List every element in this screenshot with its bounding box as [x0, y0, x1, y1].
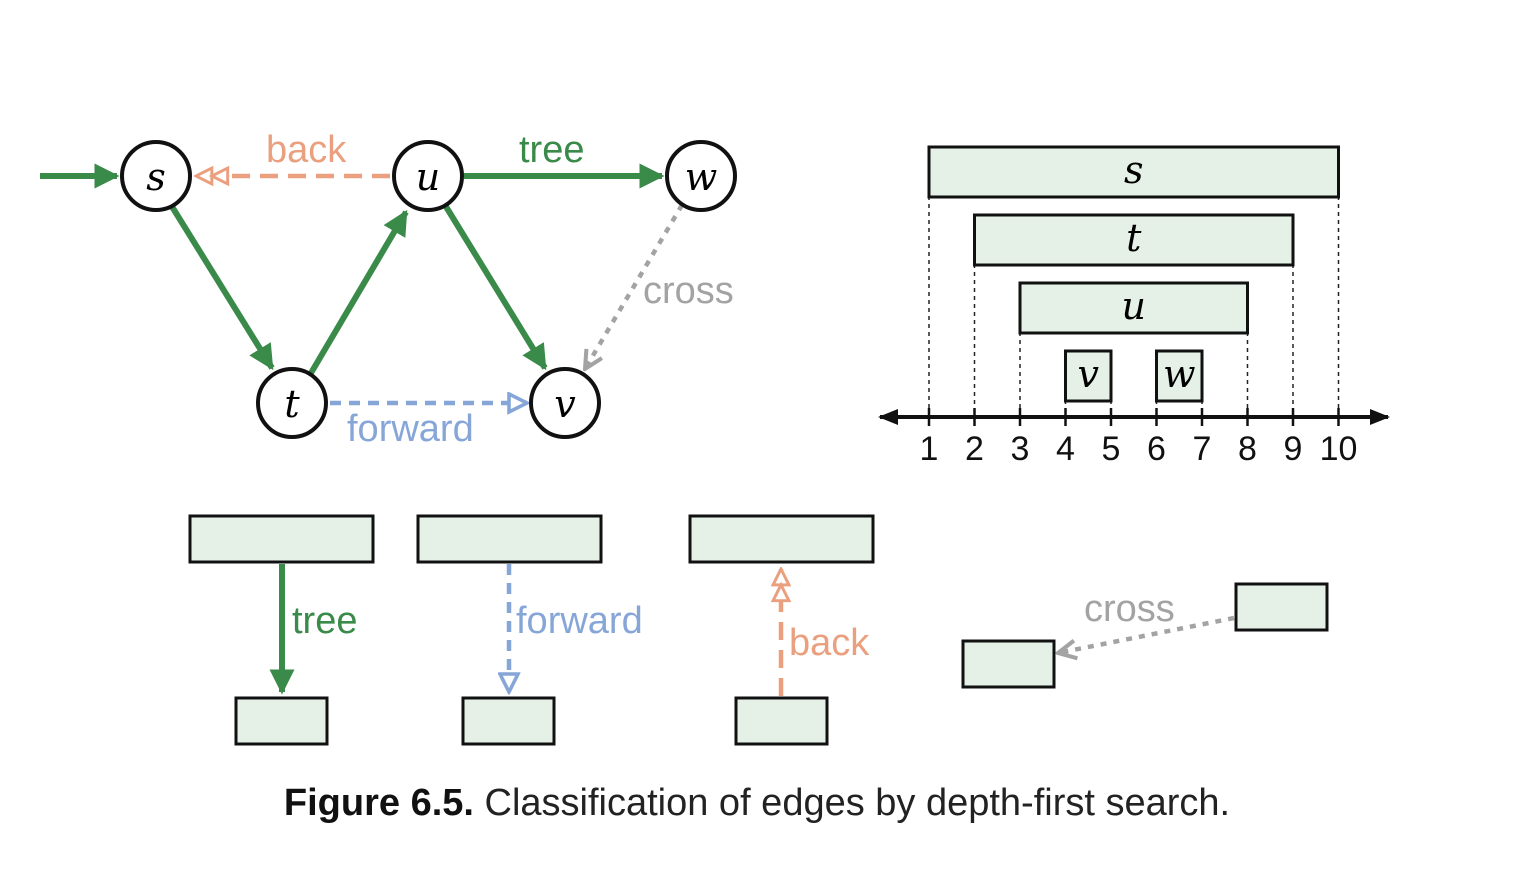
legend-tree: tree: [188, 514, 375, 746]
interval-label-v: v: [1078, 352, 1100, 396]
interval-box-t: [973, 213, 1295, 267]
node-w-label: w: [685, 155, 718, 199]
tick-label-8: 8: [1238, 430, 1257, 468]
interval-v: v: [1064, 349, 1113, 403]
interval-s: s: [927, 145, 1340, 199]
legend-tree-label: tree: [292, 600, 357, 642]
back-edge-label: back: [266, 129, 347, 171]
interval-label-u: u: [1122, 284, 1146, 328]
interval-label-t: t: [1126, 216, 1142, 260]
tick-label-7: 7: [1193, 430, 1212, 468]
legend-back-label: back: [789, 622, 870, 664]
legend-cross: cross: [961, 582, 1329, 689]
caption-label: Figure 6.5.: [283, 782, 474, 824]
legend-back: back: [688, 514, 875, 746]
legend-forward-label: forward: [516, 600, 643, 642]
figure-caption: Figure 6.5. Classification of edges by d…: [0, 782, 1514, 825]
node-s: s: [120, 140, 192, 212]
tick-label-10: 10: [1320, 430, 1358, 468]
dfs-graph: s u w t v back tree cross forward: [40, 129, 737, 450]
cross-edge-label: cross: [643, 270, 734, 312]
interval-box-s: [927, 145, 1340, 199]
node-t-label: t: [284, 382, 300, 426]
tick-label-6: 6: [1147, 430, 1166, 468]
node-w: w: [665, 140, 737, 212]
edge-u-v-tree: [442, 203, 548, 371]
node-s-label: s: [146, 155, 166, 199]
tick-label-3: 3: [1011, 430, 1030, 468]
edge-w-v-cross: [585, 203, 684, 369]
tick-label-2: 2: [965, 430, 984, 468]
node-u-label: u: [416, 155, 440, 199]
tick-label-5: 5: [1102, 430, 1121, 468]
tick-label-4: 4: [1056, 430, 1075, 468]
edge-t-u-tree: [308, 209, 409, 375]
interval-box-w: [1155, 349, 1204, 403]
interval-box-u: [1018, 281, 1249, 335]
interval-box-v: [1064, 349, 1113, 403]
node-v: v: [529, 367, 601, 439]
tree-edge-label: tree: [519, 129, 584, 171]
tick-label-9: 9: [1284, 430, 1303, 468]
caption-text: Classification of edges by depth-first s…: [484, 782, 1231, 824]
interval-label-s: s: [1124, 148, 1144, 192]
node-v-label: v: [554, 382, 576, 426]
interval-label-w: w: [1163, 352, 1196, 396]
legend-forward: forward: [416, 514, 643, 746]
interval-t: t: [973, 213, 1295, 267]
forward-edge-label: forward: [347, 408, 474, 450]
edge-s-t-tree: [168, 203, 275, 371]
legend-cross-label: cross: [1084, 588, 1175, 630]
interval-u: u: [1018, 281, 1249, 335]
interval-w: w: [1155, 349, 1204, 403]
tick-label-1: 1: [920, 430, 939, 468]
node-u: u: [392, 140, 464, 212]
node-t: t: [256, 367, 328, 439]
edge-type-legend: tree forward back cross: [188, 514, 1329, 746]
